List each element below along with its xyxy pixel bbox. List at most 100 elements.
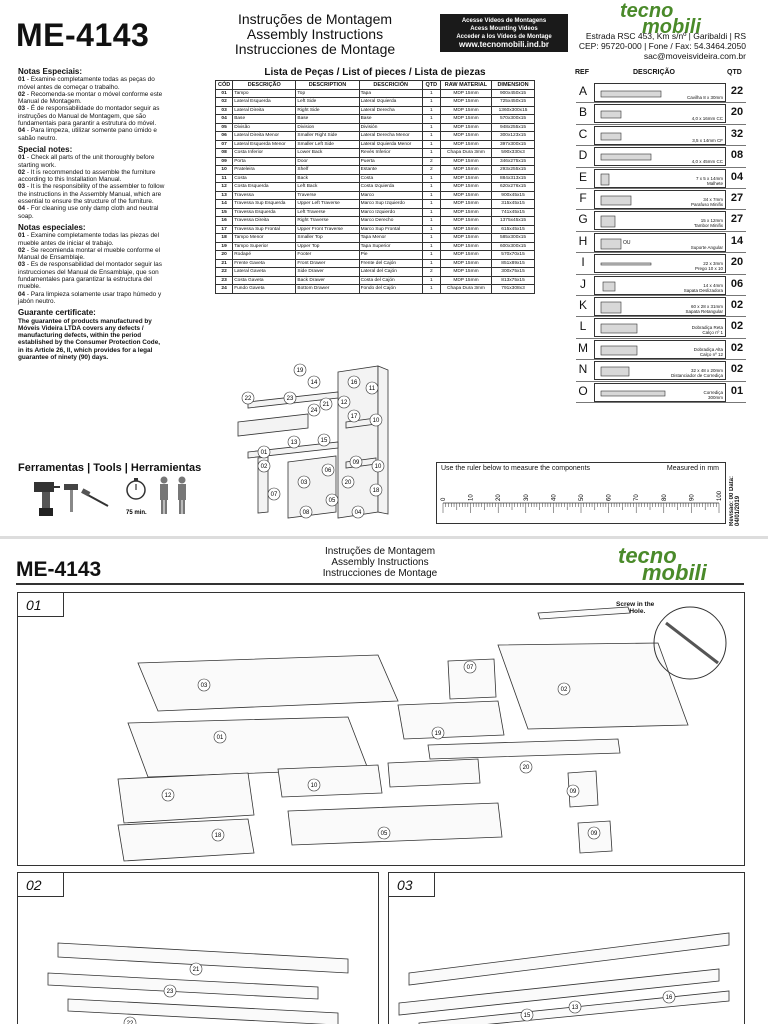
part-callout-label: 20 bbox=[523, 765, 530, 771]
part-qty: 1 bbox=[421, 241, 441, 251]
hardware-desc-line: Calço nº 12 bbox=[699, 351, 723, 357]
part-material: MDP 15mm bbox=[439, 241, 493, 251]
ruler-instruction: Use the ruler below to measure the compo… bbox=[441, 465, 591, 472]
ruler-tick-label: 100 bbox=[717, 490, 723, 501]
part-code: 14 bbox=[214, 199, 234, 209]
part-descricao: Costa Inferior bbox=[232, 148, 297, 158]
hardware-part-icon bbox=[600, 366, 630, 377]
part-description: Upper Top bbox=[295, 241, 360, 251]
part-descricao: Porta bbox=[232, 156, 297, 166]
part-descricion: Marco Sup Frontal bbox=[358, 224, 423, 234]
part-qty: 1 bbox=[421, 173, 441, 183]
part-material: MDP 15mm bbox=[439, 275, 493, 285]
part-dimension: 397x300x15 bbox=[491, 139, 535, 149]
part-dimension: 620x276x15 bbox=[491, 182, 535, 192]
ruler-tick-label: 60 bbox=[607, 494, 613, 501]
part-qty: 1 bbox=[421, 250, 441, 260]
part-qty: 1 bbox=[421, 105, 441, 115]
hardware-desc-line: 14 x 4mm bbox=[703, 282, 723, 288]
hardware-part-icon bbox=[600, 262, 652, 266]
address: Estrada RSC 453, Km s/nº | Garibaldi | R… bbox=[585, 31, 746, 41]
hardware-part-icon bbox=[600, 301, 622, 314]
logo-line2: mobili bbox=[642, 16, 701, 38]
part-callout-label: 18 bbox=[373, 488, 380, 494]
part-qty: 2 bbox=[421, 267, 441, 277]
part-code: 21 bbox=[214, 258, 234, 268]
revision-info: Revisão: 00 Data: 04/01/2019 bbox=[729, 460, 741, 526]
hardware-qty: 02 bbox=[730, 363, 744, 376]
hardware-qty: 02 bbox=[730, 299, 744, 311]
part-qty: 1 bbox=[421, 224, 441, 234]
part-callout-circle bbox=[431, 726, 445, 740]
title-pt: Instruções de Montagem bbox=[237, 11, 393, 27]
part-descricao: Base bbox=[232, 114, 297, 124]
page2-logo-line1: tecno bbox=[618, 543, 677, 568]
note-pt-4: 04 - Para limpeza, utilizar somente pano… bbox=[18, 127, 157, 142]
assembly-time: 75 min. bbox=[126, 510, 147, 516]
screw-note-line1: Screw in the bbox=[616, 601, 655, 608]
banner-line-es: Acceder a los Vídeos de Montage bbox=[456, 34, 552, 40]
hardware-ref: N bbox=[578, 362, 588, 377]
email[interactable]: sac@moveisvideira.com.br bbox=[643, 51, 746, 61]
part-code: 19 bbox=[214, 241, 234, 251]
ruler-tick-label: 50 bbox=[579, 494, 585, 501]
title-en: Assembly Instructions bbox=[246, 26, 384, 42]
part-callout-circle bbox=[349, 455, 363, 469]
hardware-desc-line: Distanciador de Corrediça bbox=[670, 373, 723, 379]
part-descricion: Marco Derecho bbox=[358, 216, 423, 226]
notes-en-title: Special notes: bbox=[18, 144, 73, 154]
video-banner: Acesse Vídeos de Montagens Acess Mountin… bbox=[440, 14, 568, 52]
part-code: 20 bbox=[214, 250, 234, 260]
part-descricion: Costa Izquierda bbox=[358, 182, 423, 192]
page2-model-underline bbox=[16, 583, 744, 585]
model-number: ME-4143 bbox=[16, 17, 150, 53]
part-code: 15 bbox=[214, 207, 234, 217]
part-qty: 1 bbox=[421, 258, 441, 268]
two-people-icon bbox=[160, 476, 186, 514]
step-03-label: 03 bbox=[397, 877, 413, 893]
part-material: MDP 15mm bbox=[439, 250, 493, 260]
part-descricion: Marco Sup Izquierdo bbox=[358, 199, 423, 209]
part-callout-circle bbox=[241, 391, 255, 405]
part-callout-label: 23 bbox=[167, 989, 174, 995]
part-qty: 1 bbox=[421, 190, 441, 200]
video-url[interactable]: www.tecnomobili.ind.br bbox=[459, 40, 549, 49]
hardware-qty: 27 bbox=[730, 213, 744, 226]
part-callout-circle bbox=[325, 493, 339, 507]
part-dimension: 346x275x15 bbox=[491, 156, 535, 166]
part-qty: 1 bbox=[421, 233, 441, 243]
part-callout-label: 02 bbox=[561, 687, 568, 693]
part-description: Top bbox=[295, 88, 360, 98]
hardware-ref: A bbox=[578, 84, 587, 98]
hw-col-ref: REF bbox=[575, 69, 589, 76]
part-qty: 1 bbox=[421, 148, 441, 158]
hardware-desc-line: Sapata Retangular bbox=[685, 309, 723, 314]
note-pt-3: 03 - É de responsabilidade do montador s… bbox=[18, 105, 160, 128]
part-callout-label: 12 bbox=[341, 400, 348, 406]
part-dimension: 585x300x15 bbox=[491, 233, 535, 243]
drill-icon bbox=[34, 482, 60, 516]
part-callout-label: 06 bbox=[325, 468, 332, 474]
part-descricao: Lateral Esquerda Menor bbox=[232, 139, 297, 149]
part-description: Side Drawer bbox=[295, 267, 360, 277]
part-material: MDP 15mm bbox=[439, 190, 493, 200]
part-callout-label: 09 bbox=[353, 460, 360, 466]
part-callout-label: 24 bbox=[311, 408, 318, 414]
part-callout-circle bbox=[365, 381, 379, 395]
part-callout-label: 19 bbox=[297, 368, 304, 374]
hardware-desc-line: Dobradiça Alta bbox=[693, 346, 723, 352]
notes-pt-title: Notas Especiais: bbox=[18, 67, 83, 76]
part-code: 08 bbox=[214, 148, 234, 158]
hardware-desc-line: Calço nº 1 bbox=[702, 330, 723, 336]
